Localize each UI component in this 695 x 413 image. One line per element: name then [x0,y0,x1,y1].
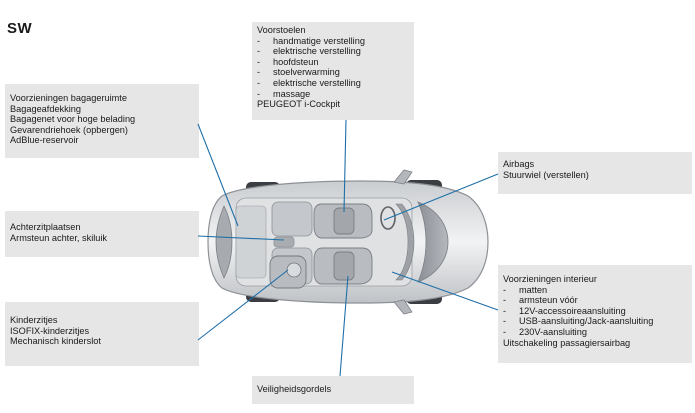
list-item: -12V-accessoireaansluiting [503,305,626,316]
callout-interieur: Voorzieningen interieur -matten -armsteu… [498,265,692,363]
list-item: -handmatige verstelling [257,35,365,46]
callout-line: Kinderzitjes [10,315,58,325]
leader-lines [197,119,499,377]
callout-kinderzitjes: Kinderzitjes ISOFIX-kinderzitjes Mechani… [5,302,199,366]
callout-bagageruimte: Voorzieningen bagageruimte Bagageafdekki… [5,84,199,158]
callout-footer: PEUGEOT i-Cockpit [257,99,341,110]
callout-line: Armsteun achter, skiluik [10,232,108,243]
steering-wheel [380,206,396,230]
mirrors [393,169,413,315]
callout-line: AdBlue-reservoir [10,135,79,146]
callout-line: Bagageafdekking [10,103,82,114]
list-item: -stoelverwarming [257,67,340,78]
callout-line: Mechanisch kinderslot [10,336,101,347]
callout-heading: Voorstoelen [257,25,306,35]
dashboard [395,203,415,281]
callout-heading: Voorzieningen interieur [503,274,597,284]
boot-area [235,205,267,279]
list-item: -armsteun vóór [503,295,578,306]
callout-line: Achterzitplaatsen [10,222,81,232]
callout-footer: Uitschakeling passagiersairbag [503,337,631,348]
windshield [417,201,449,283]
callout-line: Voorzieningen bagageruimte [10,93,127,103]
callout-line: Bagagenet voor hoge belading [10,114,136,125]
list-item: -USB-aansluiting/Jack-aansluiting [503,316,654,327]
callout-line: Airbags [503,159,535,169]
list-item: -elektrische verstelling [257,46,361,57]
front-seats [313,203,373,285]
list-item: -hoofdsteun [257,56,319,67]
callout-voorstoelen: Voorstoelen -handmatige verstelling -ele… [252,22,414,120]
callout-gordels: Veiligheidsgordels [252,376,414,404]
child-seat [269,255,307,289]
callout-line: Veiligheidsgordels [257,384,332,394]
list-item: -230V-aansluiting [503,326,587,337]
callout-line: ISOFIX-kinderzitjes [10,325,90,336]
callout-airbags: Airbags Stuurwiel (verstellen) [498,152,692,194]
list-item: -massage [257,88,311,99]
callout-line: Gevarendriehoek (opbergen) [10,124,128,135]
callout-line: Stuurwiel (verstellen) [503,169,589,180]
list-item: -matten [503,284,548,295]
callout-achterzit: Achterzitplaatsen Armsteun achter, skilu… [5,211,199,257]
list-item: -elektrische verstelling [257,77,361,88]
page-title: SW [7,20,33,37]
rear-window [215,205,233,279]
